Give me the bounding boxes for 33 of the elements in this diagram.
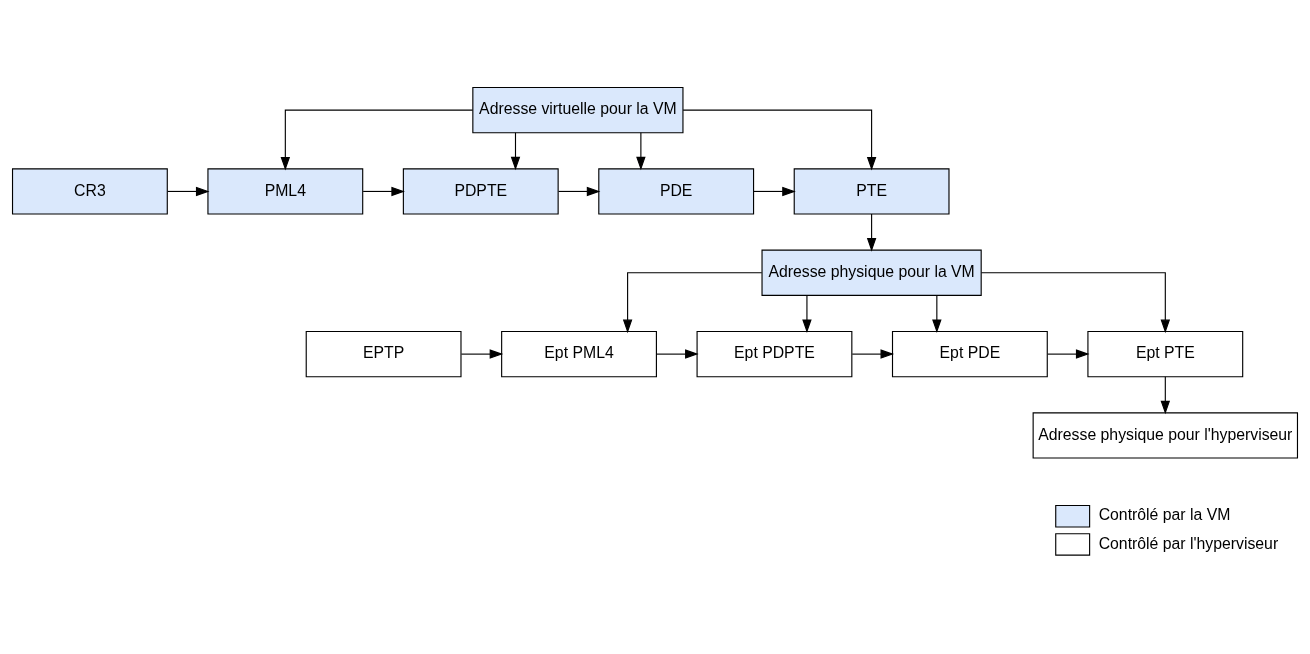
arrow (460, 349, 504, 359)
node-box: Ept PML4 (501, 330, 657, 378)
arrow (510, 132, 521, 171)
node-box: Adresse physique pour la VM (761, 249, 982, 296)
node-box: EPTP (305, 330, 462, 378)
arrow (622, 272, 763, 334)
node-box: CR3 (11, 168, 168, 215)
node-box: Ept PDPTE (696, 330, 853, 378)
node-box: Adresse virtuelle pour la VM (472, 86, 684, 134)
arrow (656, 349, 699, 359)
arrow (167, 186, 210, 197)
node-box: PML4 (207, 168, 364, 215)
arrow (932, 294, 942, 333)
legend-label: Contrôlé par la VM (1098, 506, 1231, 524)
arrow (1047, 349, 1090, 359)
arrow (851, 349, 895, 359)
arrow (753, 186, 796, 197)
node-box: Ept PDE (891, 330, 1048, 378)
arrow (280, 109, 474, 171)
node-box: Adresse physique pour l'hyperviseur (1032, 412, 1299, 459)
arrow (802, 294, 812, 333)
legend-label: Contrôlé par l'hyperviseur (1098, 534, 1279, 552)
arrow (980, 272, 1171, 334)
arrow (866, 213, 877, 252)
arrow (362, 186, 405, 197)
node-box: PDE (598, 168, 755, 215)
arrow (1160, 376, 1171, 415)
node-box: PDPTE (402, 168, 559, 215)
arrow (558, 186, 601, 197)
node-box: PTE (793, 168, 950, 215)
arrow (682, 109, 877, 171)
arrow (636, 132, 646, 171)
node-box: Ept PTE (1087, 330, 1244, 378)
